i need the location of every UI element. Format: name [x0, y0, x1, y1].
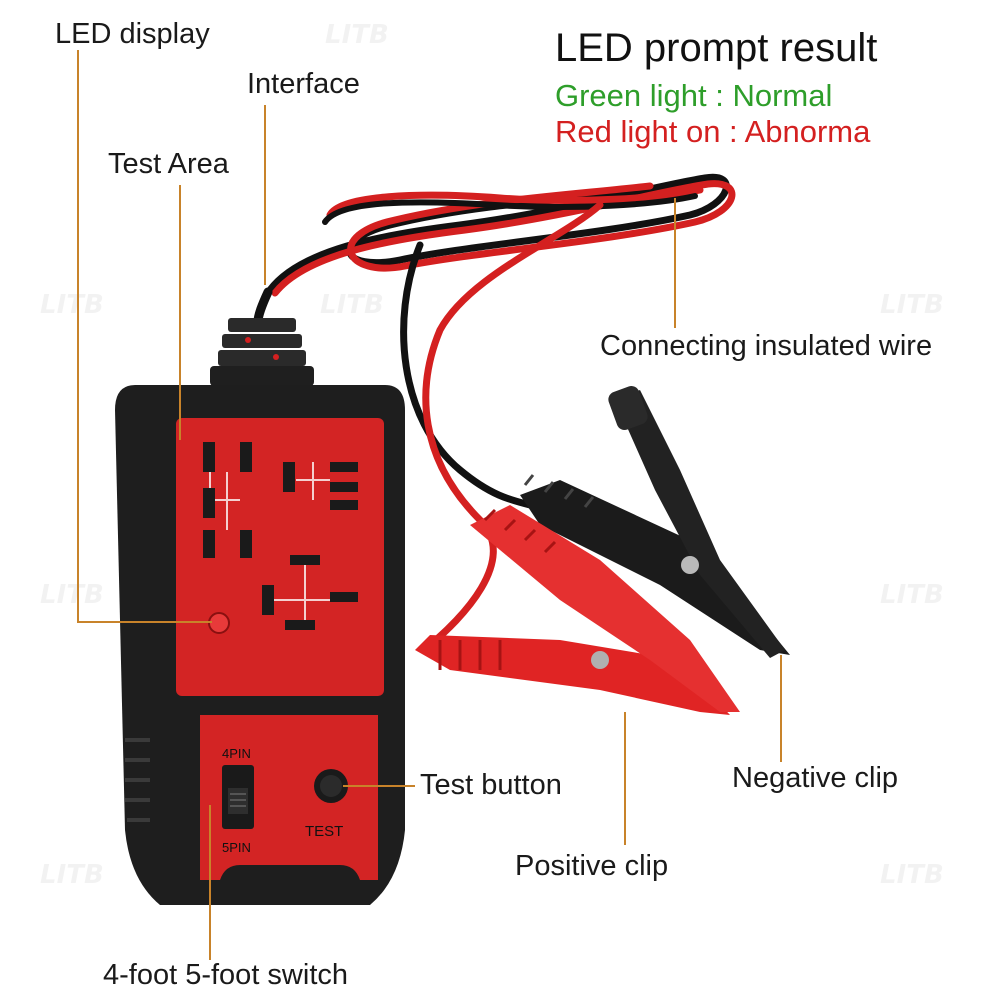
watermark: LITB — [320, 290, 384, 320]
device-label-5pin: 5PIN — [222, 840, 251, 855]
device-label-4pin: 4PIN — [222, 746, 251, 761]
watermark: LITB — [880, 860, 944, 890]
device-label-test: TEST — [305, 823, 344, 840]
leader-lines — [77, 50, 782, 960]
positive-clip — [415, 505, 740, 715]
negative-clip — [520, 385, 790, 658]
relay-tester-device — [115, 318, 405, 905]
watermark: LITB — [880, 290, 944, 320]
label-positive-clip: Positive clip — [515, 850, 669, 882]
label-connecting-wire: Connecting insulated wire — [600, 330, 933, 362]
label-test-area: Test Area — [108, 148, 229, 180]
label-negative-clip: Negative clip — [732, 762, 899, 794]
label-switch: 4-foot 5-foot switch — [103, 959, 348, 991]
label-interface: Interface — [247, 68, 360, 100]
watermark: LITB — [325, 20, 389, 50]
watermark: LITB — [40, 290, 104, 320]
label-led-display: LED display — [55, 18, 210, 50]
watermark: LITB — [40, 580, 104, 610]
label-test-button: Test button — [420, 769, 562, 801]
legend-title: LED prompt result — [555, 26, 878, 70]
legend-red: Red light on : Abnorma — [555, 114, 871, 149]
legend-green: Green light : Normal — [555, 78, 833, 113]
watermark: LITB — [40, 860, 104, 890]
connecting-wire — [253, 173, 736, 649]
watermark: LITB — [880, 580, 944, 610]
